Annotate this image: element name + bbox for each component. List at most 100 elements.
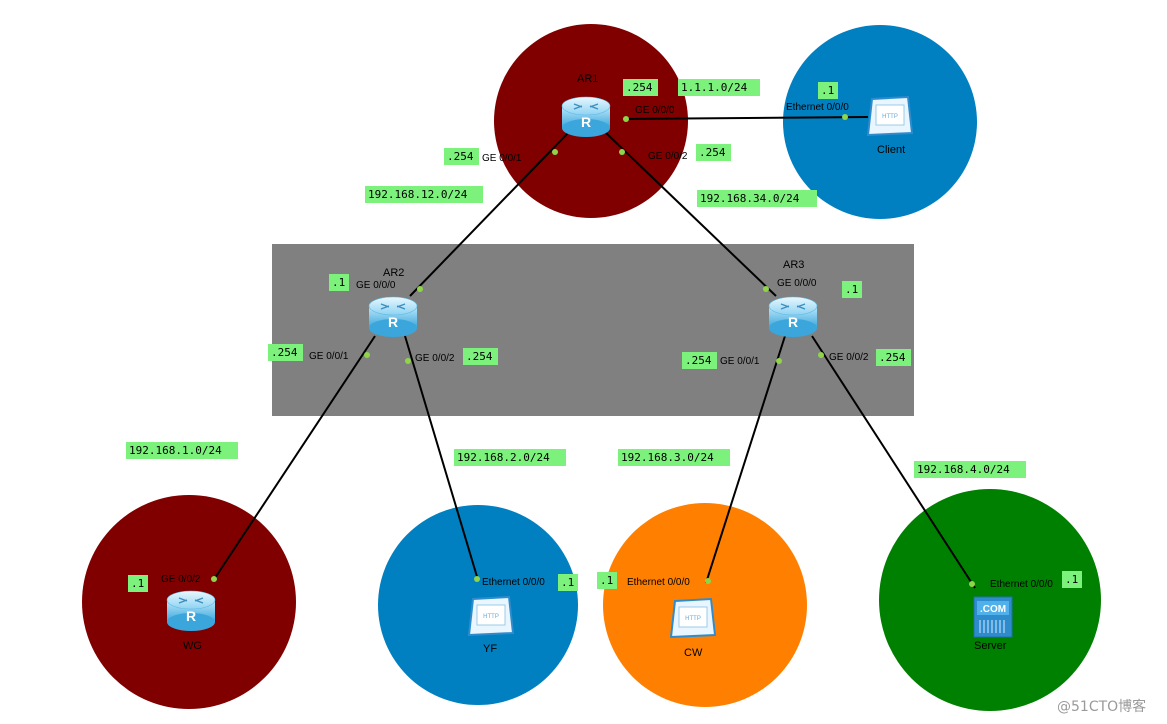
core-zone [272,244,914,416]
ar1-name: AR1 [577,73,598,85]
link-ar2-yf [404,335,479,581]
ar2-ge002-label: GE 0/0/2 [415,353,455,364]
svg-text:.254: .254 [879,351,906,364]
svg-text:.1: .1 [561,576,574,589]
router-ar3-icon[interactable]: R [768,296,818,337]
port-dot [211,576,217,582]
svg-text:1.1.1.0/24: 1.1.1.0/24 [681,81,748,94]
client-eth-label: Ethernet 0/0/0 [786,102,849,113]
port-dot [705,578,711,584]
ar1-ge001-label: GE 0/0/1 [482,153,522,164]
host-tag-yf: .1 [558,574,578,591]
link-ar1-ar2 [409,132,569,297]
port-dot [623,116,629,122]
svg-text:.1: .1 [821,84,834,97]
ar2-ge001-label: GE 0/0/1 [309,351,349,362]
host-tag-ar1-g002: .254 [696,144,731,161]
ar1-ge002-label: GE 0/0/2 [648,151,688,162]
port-dot [405,358,411,364]
subnet-tag-1: 192.168.1.0/24 [126,442,238,459]
svg-text:.254: .254 [271,346,298,359]
router-ar1-icon[interactable]: R [561,96,611,137]
router-ar2-icon[interactable]: R [368,296,418,337]
svg-text:.1: .1 [131,577,144,590]
yf-name: YF [483,643,497,655]
link-ar3-cw [705,335,786,584]
svg-text:192.168.2.0/24: 192.168.2.0/24 [457,451,550,464]
client-pc-icon[interactable]: HTTP [866,95,914,137]
svg-text:.254: .254 [699,146,726,159]
ar3-ge000-label: GE 0/0/0 [777,278,817,289]
ar2-ge000-label: GE 0/0/0 [356,280,396,291]
subnet-tag-3: 192.168.3.0/24 [618,449,730,466]
svg-text:.COM: .COM [980,604,1006,615]
cw-eth-label: Ethernet 0/0/0 [627,577,690,588]
svg-text:192.168.1.0/24: 192.168.1.0/24 [129,444,222,457]
subnet-tag-4: 192.168.4.0/24 [914,461,1026,478]
subnet-tag-12: 192.168.12.0/24 [365,186,483,203]
server-eth-label: Ethernet 0/0/0 [990,579,1053,590]
watermark: @51CTO博客 [1057,698,1146,715]
host-tag-ar1-g000: .254 [623,79,658,96]
port-dot [763,286,769,292]
host-tag-ar2-g002: .254 [463,348,498,365]
subnet-tag-1-1-1: 1.1.1.0/24 [678,79,760,96]
subnet-tag-34: 192.168.34.0/24 [697,190,817,207]
yf-eth-label: Ethernet 0/0/0 [482,577,545,588]
svg-text:192.168.12.0/24: 192.168.12.0/24 [368,188,468,201]
link-ar1-client [625,116,869,120]
client-name: Client [877,144,905,156]
svg-text:R: R [186,608,196,624]
wg-ge002-label: GE 0/0/2 [161,574,201,585]
svg-text:.254: .254 [466,350,493,363]
svg-text:HTTP: HTTP [685,616,701,622]
svg-text:R: R [388,314,398,330]
link-ar1-ar3 [605,132,777,297]
host-tag-ar1-g001: .254 [444,148,479,165]
port-dot [842,114,848,120]
server-icon[interactable]: .COM [973,596,1013,638]
svg-text:HTTP: HTTP [882,114,898,120]
port-dot [619,149,625,155]
svg-text:.1: .1 [332,276,345,289]
port-dot [818,352,824,358]
link-ar3-server [811,335,976,589]
host-tag-cw: .1 [597,572,617,589]
host-tag-ar3-g000: .1 [842,281,862,298]
host-tag-client: .1 [818,82,838,99]
svg-text:192.168.34.0/24: 192.168.34.0/24 [700,192,800,205]
host-tag-ar3-g002: .254 [876,349,911,366]
ar3-ge002-label: GE 0/0/2 [829,352,869,363]
port-dot [364,352,370,358]
host-tag-ar2-g000: .1 [329,274,349,291]
host-tag-ar2-g001: .254 [268,344,303,361]
port-dot [474,576,480,582]
svg-text:.254: .254 [626,81,653,94]
ar1-ge000-label: GE 0/0/0 [635,105,675,116]
wg-name: WG [183,640,202,652]
yf-pc-icon[interactable]: HTTP [467,595,515,637]
port-dot [552,149,558,155]
svg-text:192.168.4.0/24: 192.168.4.0/24 [917,463,1010,476]
cw-name: CW [684,647,703,659]
ar3-ge001-label: GE 0/0/1 [720,356,760,367]
svg-text:R: R [788,314,798,330]
cw-pc-icon[interactable]: HTTP [669,597,717,639]
router-wg-icon[interactable]: R [166,590,216,631]
subnet-tag-2: 192.168.2.0/24 [454,449,566,466]
svg-text:R: R [581,114,591,130]
port-dot [969,581,975,587]
svg-text:192.168.3.0/24: 192.168.3.0/24 [621,451,714,464]
svg-text:.254: .254 [685,354,712,367]
link-ar2-wg [212,335,376,582]
host-tag-server: .1 [1062,571,1082,588]
server-name: Server [974,640,1007,652]
svg-text:.1: .1 [600,574,613,587]
port-dot [417,286,423,292]
host-tag-ar3-g001: .254 [682,352,717,369]
ar2-name: AR2 [383,267,404,279]
svg-text:HTTP: HTTP [483,614,499,620]
ar3-name: AR3 [783,259,804,271]
host-tag-wg: .1 [128,575,148,592]
